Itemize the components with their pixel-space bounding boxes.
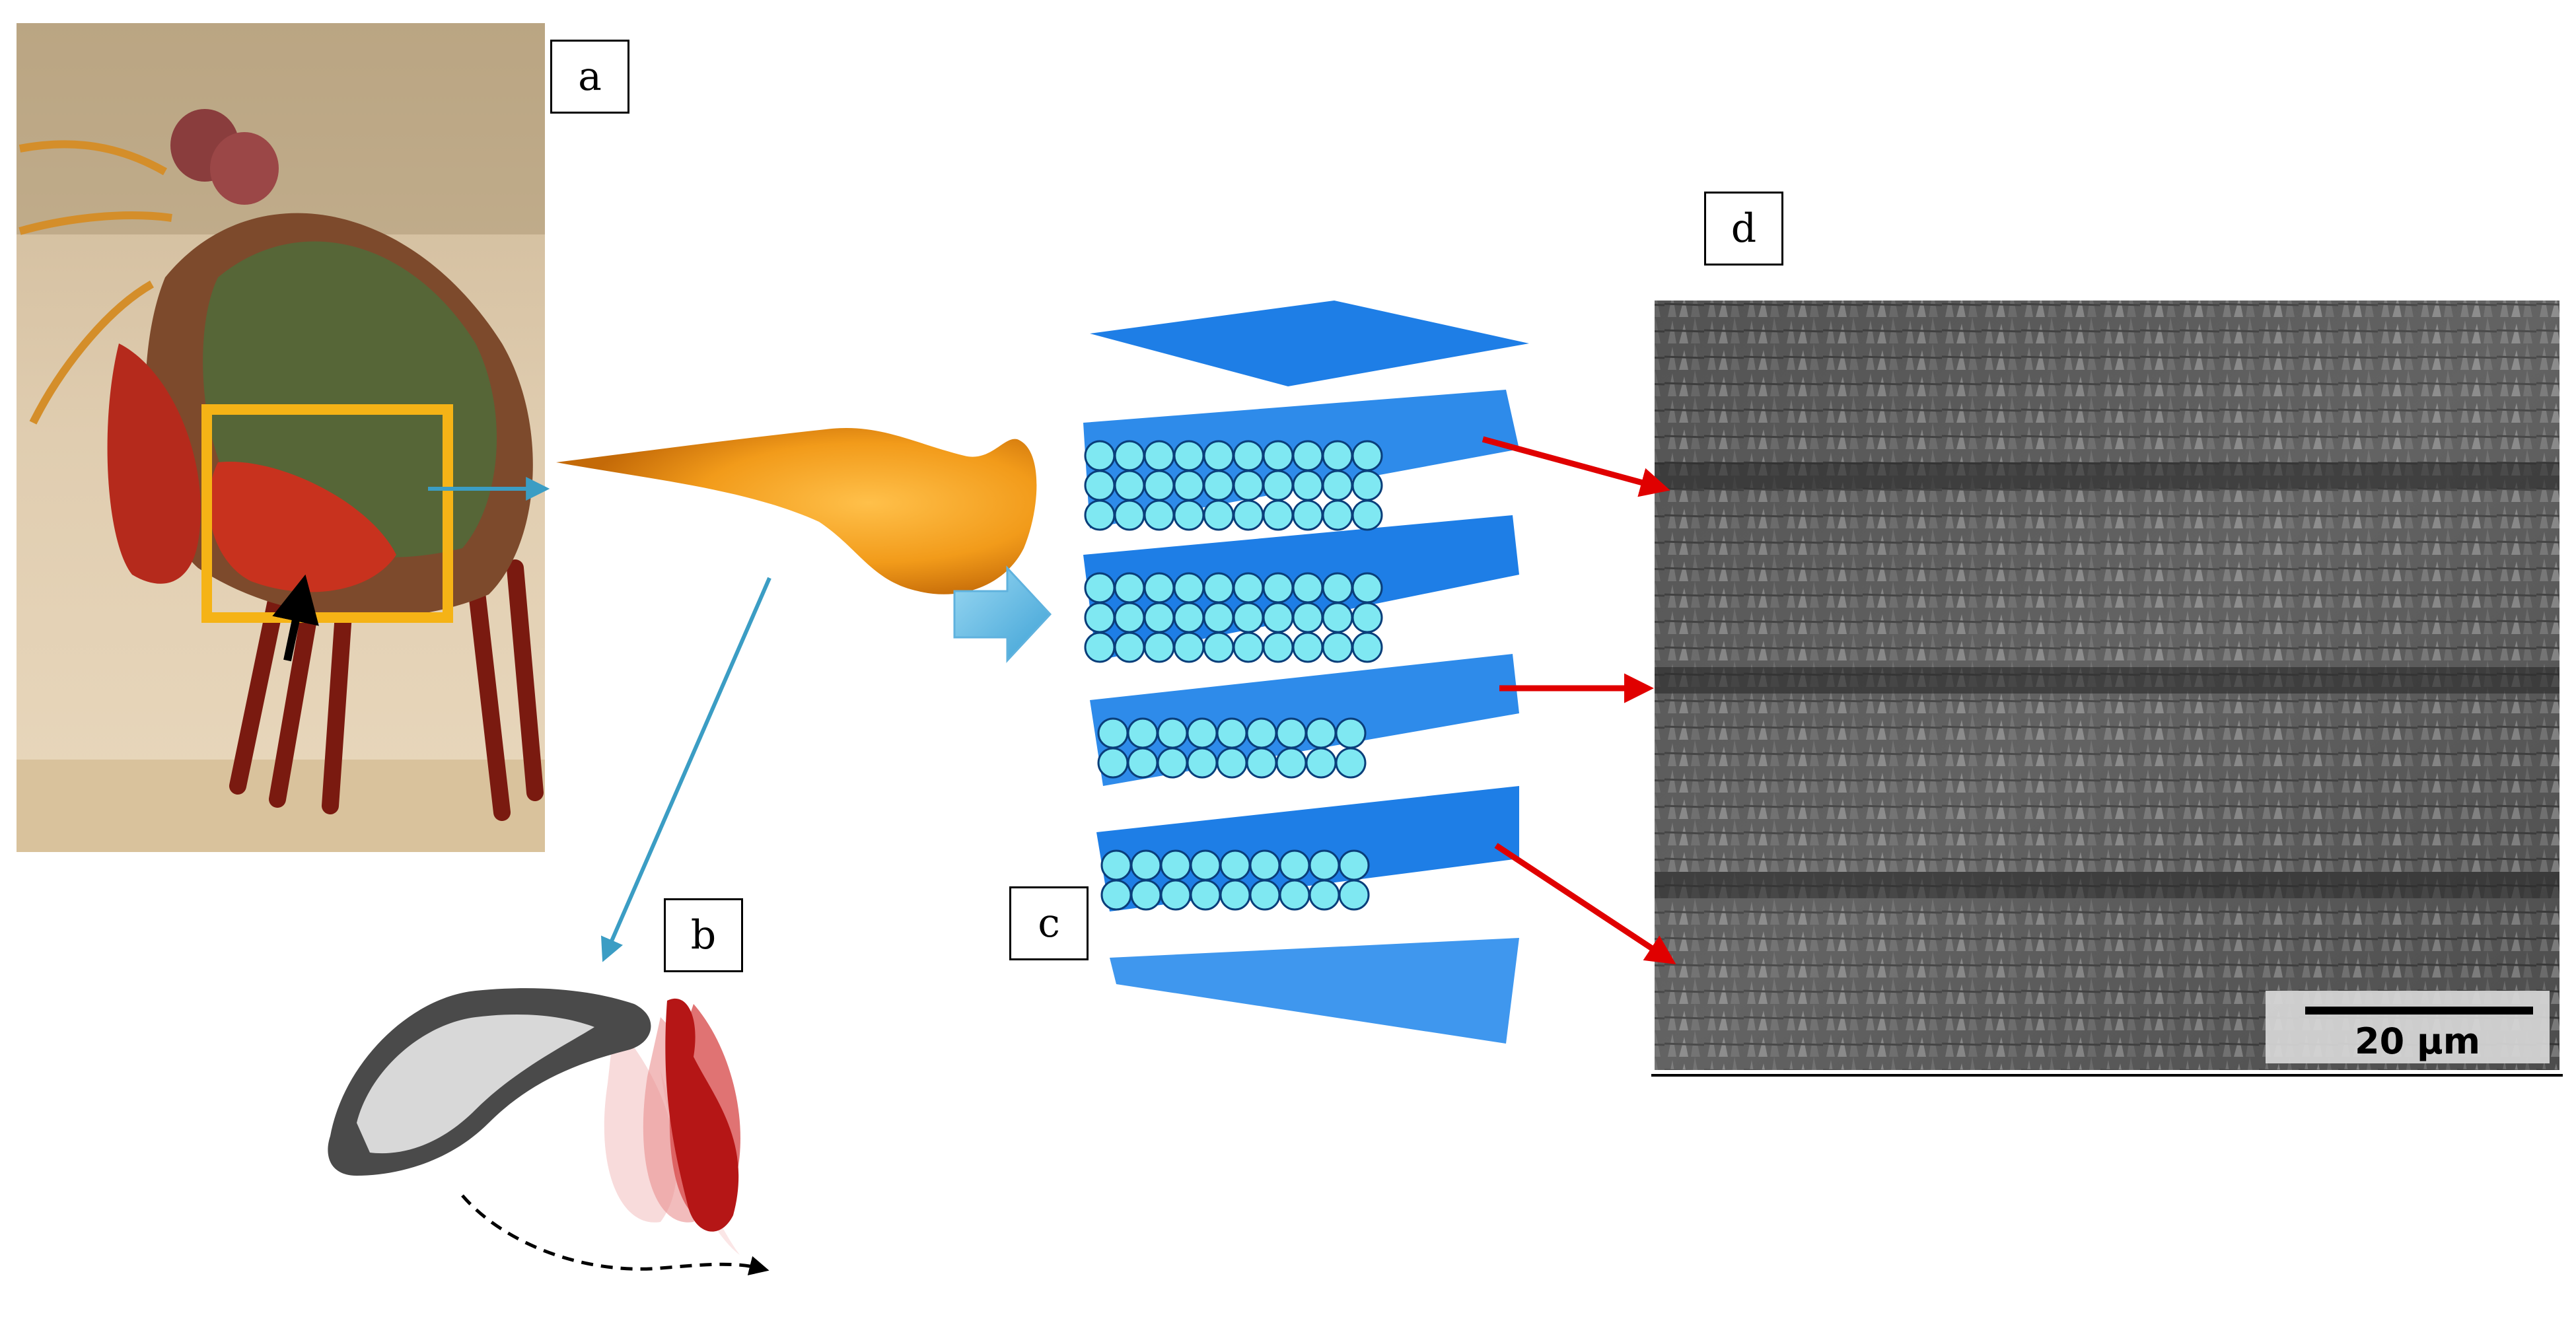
highlight-box: [201, 404, 453, 623]
red-arrow-top: [1482, 436, 1670, 497]
panel-label-b: b: [664, 898, 743, 972]
shrimp-photo: [17, 23, 545, 852]
dactyl-club: [556, 428, 1037, 594]
pointer-arrow: [272, 574, 319, 662]
panel-label-c: c: [1009, 886, 1089, 960]
panel-label-d: d: [1704, 192, 1783, 266]
strike-motion-model: [328, 988, 769, 1275]
sem-micrograph: [1651, 301, 2563, 1077]
arrow-to-strike-model: [600, 577, 771, 962]
bouligand-stack: [1083, 301, 1529, 1044]
red-arrow-bottom: [1494, 843, 1676, 964]
panel-label-a: a: [550, 40, 629, 114]
scale-bar-label: 20 µm: [2355, 1020, 2480, 1062]
scale-bar-background: [2266, 991, 2550, 1063]
block-arrow: [953, 565, 1052, 663]
